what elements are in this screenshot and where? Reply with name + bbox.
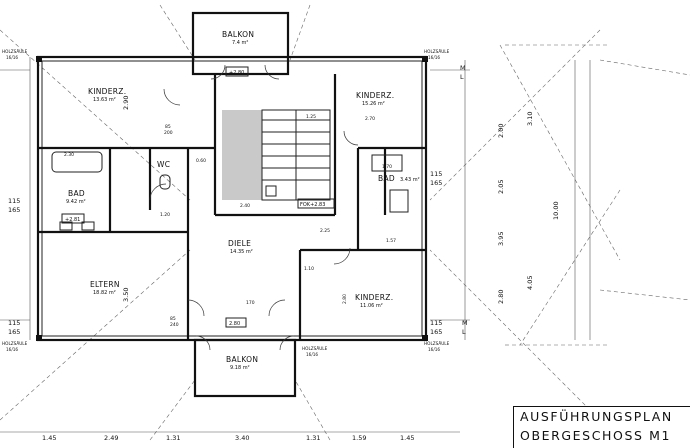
column-size-bl: 16/16: [6, 347, 18, 352]
column-label-br: HOLZSÄULE: [424, 341, 450, 346]
room-name-bad-2: BAD: [378, 174, 395, 183]
dim-wc-width: 1.20: [160, 212, 170, 218]
axis-115-left: 115: [8, 197, 20, 205]
level-marks: +2.80 FOK+2.83 +2.81 2.80: [61, 66, 335, 328]
dimension-lines: [0, 57, 591, 433]
dim-bad-width: 2.30: [64, 152, 74, 158]
bottom-dim-3: 1.31: [166, 434, 180, 442]
axis-markers: 115 165 115 165 115 165 115 165 M L M L: [8, 64, 468, 336]
right-dimensions: 2.00 2.05 3.95 2.80 10.00 3.10 4.05: [497, 112, 560, 304]
column-size-br: 16/16: [428, 347, 440, 352]
column-label-bc: HOLZSÄULE: [302, 346, 328, 351]
level-diele-bottom: 2.80: [229, 321, 240, 327]
room-name-balkon-top: BALKON: [222, 30, 254, 39]
dim-diele-depth: 170: [246, 300, 255, 306]
interior-walls: [38, 74, 426, 340]
dim-door-height-2: 240: [170, 322, 179, 328]
room-area-kinderz-2: 15.26 m²: [362, 101, 385, 107]
axis-l-upper-right: L: [460, 73, 464, 81]
dim-stair-landing: 1.25: [306, 114, 316, 120]
bottom-dim-1: 1.45: [42, 434, 56, 442]
exterior-walls: [36, 11, 428, 398]
axis-115-lower-right: 115: [430, 319, 442, 327]
room-name-bad-1: BAD: [68, 189, 85, 198]
dim-door-height-1: 200: [164, 130, 173, 136]
axis-165-lower-right: 165: [430, 328, 442, 336]
axis-115-lower-left: 115: [8, 319, 20, 327]
roof-outline: [0, 4, 690, 441]
level-bad-left: +2.81: [65, 217, 80, 223]
room-name-wc: WC: [157, 160, 170, 169]
axis-165-left: 165: [8, 206, 20, 214]
plan-subtitle: OBERGESCHOSS M1: [520, 428, 672, 443]
dim-door-width-1: 85: [165, 124, 171, 130]
axis-165-lower-left: 165: [8, 328, 20, 336]
room-area-balkon-bottom: 9.18 m²: [230, 365, 250, 371]
left-dim-2: 3.50: [122, 288, 130, 302]
column-label-tl: HOLZSÄULE: [2, 49, 28, 54]
bottom-dim-6: 1.59: [352, 434, 366, 442]
level-balkon-top: +2.80: [229, 70, 244, 76]
axis-115-right: 115: [430, 170, 442, 178]
axis-m-upper-right: M: [460, 64, 466, 72]
plan-title: AUSFÜHRUNGSPLAN: [520, 409, 673, 424]
column-size-tl: 16/16: [6, 55, 18, 60]
room-area-balkon-top: 7.4 m²: [232, 40, 248, 46]
column-label-bl: HOLZSÄULE: [2, 341, 28, 346]
left-dimensions: 2.90 3.50: [122, 96, 130, 302]
dim-kinderz-2-width: 2.70: [365, 116, 375, 122]
bottom-dimensions: 1.45 2.49 1.31 3.40 1.31 1.59 1.45: [42, 434, 414, 442]
dim-niche-width: 1.10: [304, 266, 314, 272]
right-dim-4: 2.80: [497, 290, 505, 304]
holzsaeule-columns: HOLZSÄULE 16/16 HOLZSÄULE 16/16 HOLZSÄUL…: [2, 49, 450, 357]
right-dim-6: 3.10: [526, 112, 534, 126]
room-area-kinderz-3: 11.06 m²: [360, 303, 383, 309]
room-name-eltern: ELTERN: [90, 280, 120, 289]
column-label-tr: HOLZSÄULE: [424, 49, 450, 54]
right-dim-total: 10.00: [552, 201, 560, 220]
bottom-dim-4: 3.40: [235, 434, 249, 442]
right-dim-1: 2.00: [497, 124, 505, 138]
interior-dimensions: 85 200 2.30 1.70 1.20 2.40 2.25 2.70 1.1…: [64, 114, 396, 328]
room-name-kinderz-1: KINDERZ.: [88, 87, 126, 96]
column-size-bc: 16/16: [306, 352, 318, 357]
room-area-eltern: 18.82 m²: [93, 290, 116, 296]
room-area-bad-1: 9.42 m²: [66, 199, 86, 205]
title-block: AUSFÜHRUNGSPLAN OBERGESCHOSS M1: [513, 406, 690, 448]
room-labels: BALKON 7.4 m² KINDERZ. 13.63 m² KINDERZ.…: [66, 30, 420, 371]
axis-165-right: 165: [430, 179, 442, 187]
bottom-dim-2: 2.49: [104, 434, 118, 442]
bottom-dim-7: 1.45: [400, 434, 414, 442]
dim-bad-2-area: 1.57: [386, 238, 396, 244]
room-name-kinderz-3: KINDERZ.: [355, 293, 393, 302]
right-dim-7: 4.05: [526, 276, 534, 290]
dim-kinderz-3-depth: 2.80: [342, 294, 348, 304]
room-area-diele: 14.35 m²: [230, 249, 253, 255]
left-dim-1: 2.90: [122, 96, 130, 110]
room-name-balkon-bottom: BALKON: [226, 355, 258, 364]
bathroom-fixtures: [51, 151, 409, 231]
room-name-diele: DIELE: [228, 239, 251, 248]
staircase: [222, 109, 331, 201]
room-area-bad-2: 3.43 m²: [400, 177, 420, 183]
door-swings: [149, 64, 359, 351]
bottom-dim-5: 1.31: [306, 434, 320, 442]
level-fok: FOK+2.83: [300, 202, 325, 208]
room-name-kinderz-2: KINDERZ.: [356, 91, 394, 100]
dim-bad-2-width: 1.70: [382, 164, 392, 170]
dim-stair-width: 2.40: [240, 203, 250, 209]
dim-door-width-2: 85: [170, 316, 176, 322]
axis-m-lower-right: M: [462, 319, 468, 327]
column-size-tr: 16/16: [428, 55, 440, 60]
axis-l-lower-right: L: [462, 328, 466, 336]
right-dim-2: 2.05: [497, 180, 505, 194]
dim-diele-width: 2.25: [320, 228, 330, 234]
dim-wall-gap: 0.60: [196, 158, 206, 164]
room-area-kinderz-1: 13.63 m²: [93, 97, 116, 103]
right-dim-3: 3.95: [497, 232, 505, 246]
